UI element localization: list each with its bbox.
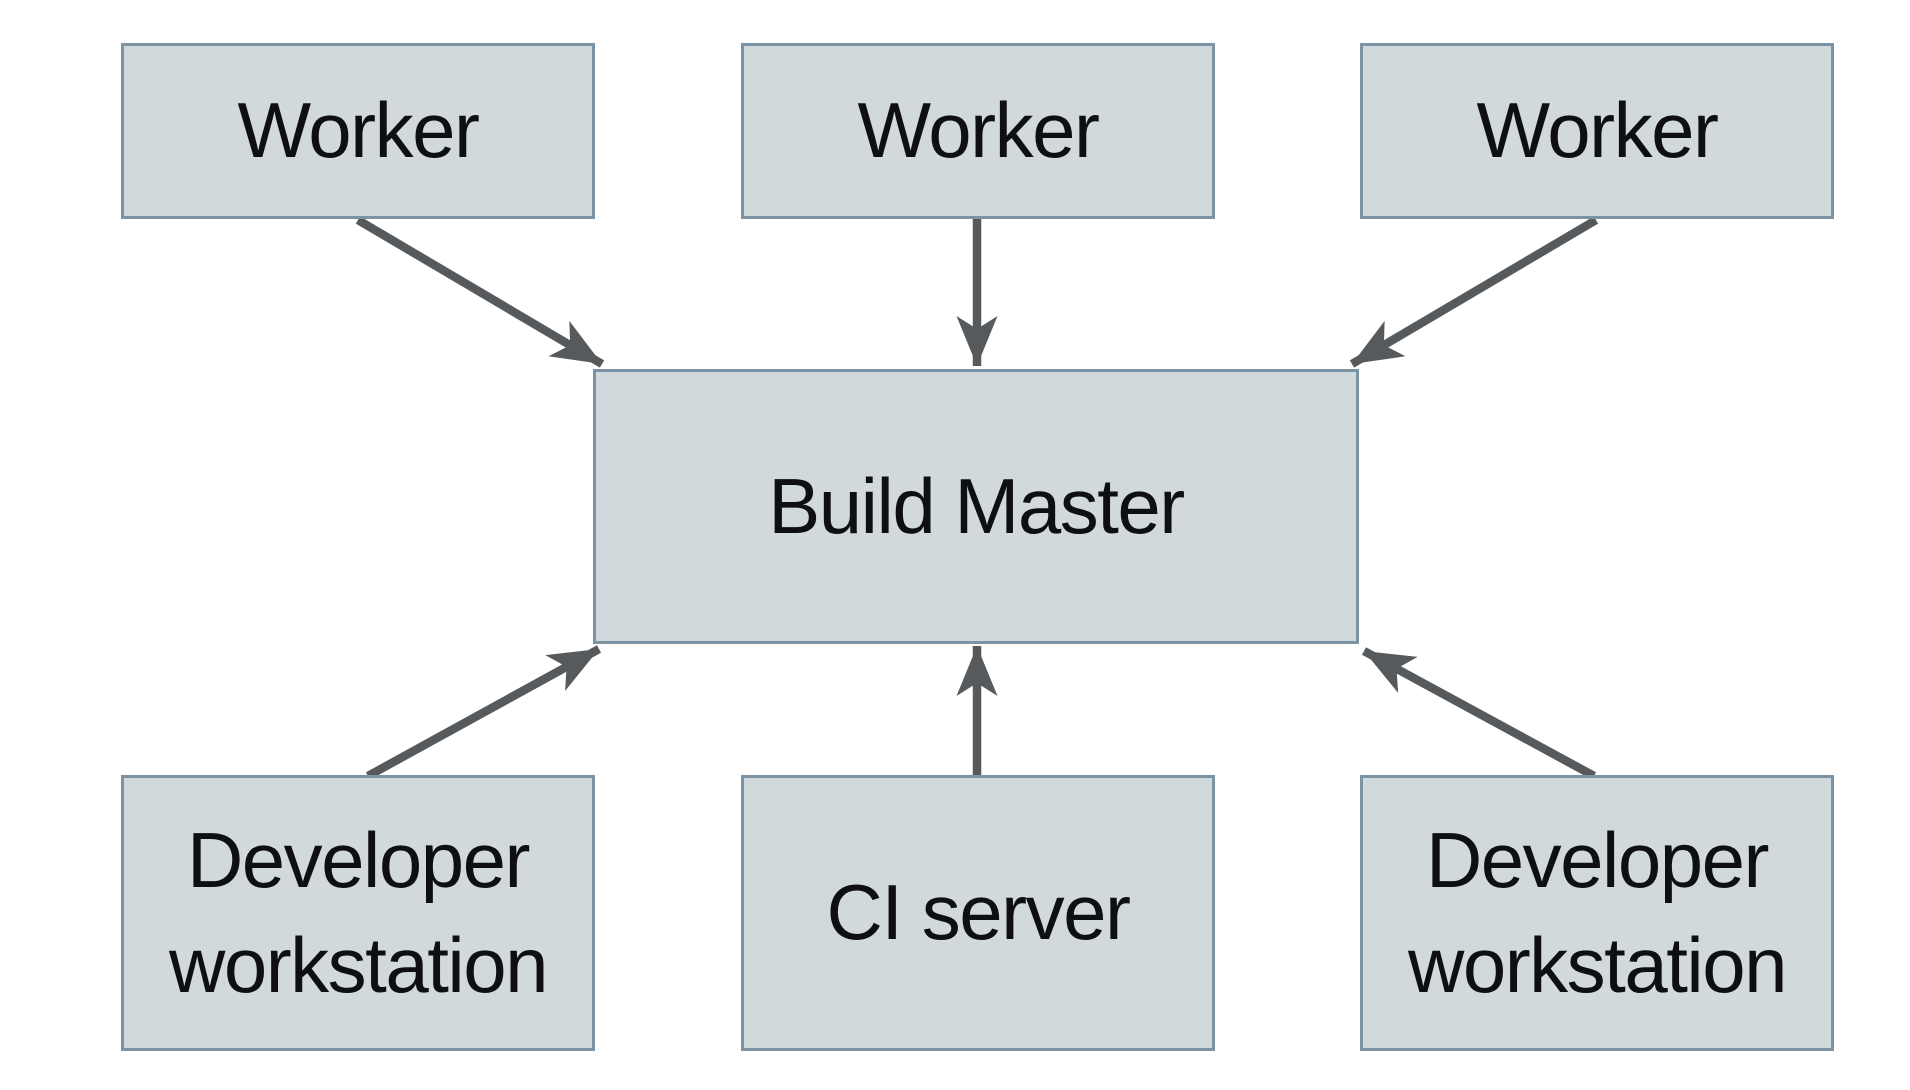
node-worker-3-label: Worker	[1476, 86, 1719, 175]
node-developer-workstation-left-label: Developer workstation	[169, 815, 549, 1009]
node-worker-3: Worker	[1360, 43, 1834, 219]
node-worker-1: Worker	[121, 43, 595, 219]
arrow-dev-left-to-build-master	[365, 645, 602, 780]
node-build-master: Build Master	[593, 369, 1359, 644]
node-build-master-label: Build Master	[768, 461, 1185, 550]
node-ci-server-label: CI server	[826, 868, 1131, 957]
arrow-worker3-to-build-master	[1349, 216, 1599, 368]
node-developer-workstation-left: Developer workstation	[121, 775, 595, 1051]
arrow-dev-right-to-build-master	[1361, 647, 1597, 780]
node-worker-2-label: Worker	[857, 86, 1100, 175]
node-ci-server: CI server	[741, 775, 1215, 1051]
node-developer-workstation-right-label: Developer workstation	[1408, 815, 1788, 1009]
node-developer-workstation-right: Developer workstation	[1360, 775, 1834, 1051]
node-worker-2: Worker	[741, 43, 1215, 219]
node-worker-1-label: Worker	[237, 86, 480, 175]
arrow-worker1-to-build-master	[355, 216, 605, 368]
